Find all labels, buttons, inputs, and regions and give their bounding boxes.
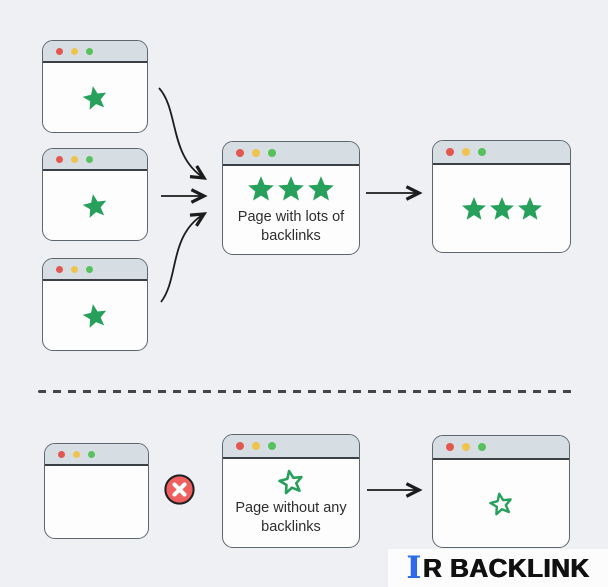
star-icon [278, 176, 304, 201]
window-titlebar [43, 41, 147, 63]
window-body [43, 171, 147, 240]
logo-text: R BACKLINK [422, 553, 590, 583]
star-icon [248, 176, 274, 201]
window-body [43, 281, 147, 350]
window-body: Page without any backlinks [223, 459, 359, 547]
window-body [43, 63, 147, 132]
maximize-dot-icon [268, 149, 276, 157]
maximize-dot-icon [88, 450, 95, 458]
star-rating [246, 174, 336, 204]
minimize-dot-icon [252, 149, 260, 157]
star-icon [82, 193, 107, 218]
logo-i-mark: I [406, 549, 421, 586]
minimize-dot-icon [73, 450, 80, 458]
star-rating [460, 195, 544, 223]
section-divider [38, 390, 572, 393]
maximize-dot-icon [86, 265, 93, 273]
minimize-dot-icon [462, 148, 470, 156]
window-titlebar [223, 142, 359, 166]
browser-window-source-1 [42, 40, 148, 133]
maximize-dot-icon [478, 148, 486, 156]
minimize-dot-icon [252, 442, 260, 450]
window-titlebar [43, 149, 147, 171]
star-icon [278, 469, 303, 495]
close-dot-icon [446, 443, 454, 451]
maximize-dot-icon [86, 47, 93, 55]
star-rating [79, 299, 111, 331]
close-dot-icon [446, 148, 454, 156]
close-dot-icon [56, 47, 63, 55]
curved-arrow-bottom [160, 212, 208, 303]
window-body: Page with lots of backlinks [223, 166, 359, 254]
star-icon [489, 492, 512, 515]
star-rating [276, 467, 306, 497]
close-dot-icon [56, 265, 63, 273]
star-icon [489, 196, 514, 220]
brand-logo: I R BACKLINK [388, 549, 608, 587]
star-rating [487, 490, 515, 518]
curved-arrow-top [158, 87, 208, 180]
browser-window-source-2 [42, 148, 148, 241]
maximize-dot-icon [268, 442, 276, 450]
minimize-dot-icon [71, 155, 78, 163]
minimize-dot-icon [71, 265, 78, 273]
close-dot-icon [236, 149, 244, 157]
star-icon [461, 196, 486, 220]
star-icon [82, 303, 107, 328]
window-body [433, 165, 570, 252]
window-titlebar [433, 436, 569, 460]
window-titlebar [45, 444, 148, 466]
browser-window-source-empty [44, 443, 149, 539]
x-circle-icon [163, 473, 196, 506]
window-caption: Page with lots of backlinks [237, 209, 345, 244]
close-dot-icon [236, 442, 244, 450]
browser-window-source-3 [42, 258, 148, 351]
window-titlebar [433, 141, 570, 165]
browser-window-result-bottom [432, 435, 570, 548]
close-dot-icon [56, 155, 63, 163]
window-body [433, 460, 569, 547]
browser-window-lots-of-backlinks: Page with lots of backlinks [222, 141, 360, 255]
window-titlebar [223, 435, 359, 459]
star-icon [82, 85, 107, 110]
close-dot-icon [58, 450, 65, 458]
browser-window-no-backlinks: Page without any backlinks [222, 434, 360, 548]
window-caption: Page without any backlinks [235, 500, 347, 535]
star-rating [79, 81, 111, 113]
maximize-dot-icon [478, 443, 486, 451]
window-titlebar [43, 259, 147, 281]
star-rating [79, 189, 111, 221]
browser-window-result-top [432, 140, 571, 253]
window-body [45, 466, 148, 538]
maximize-dot-icon [86, 155, 93, 163]
star-icon [308, 176, 334, 201]
star-icon [517, 196, 542, 220]
minimize-dot-icon [462, 443, 470, 451]
minimize-dot-icon [71, 47, 78, 55]
